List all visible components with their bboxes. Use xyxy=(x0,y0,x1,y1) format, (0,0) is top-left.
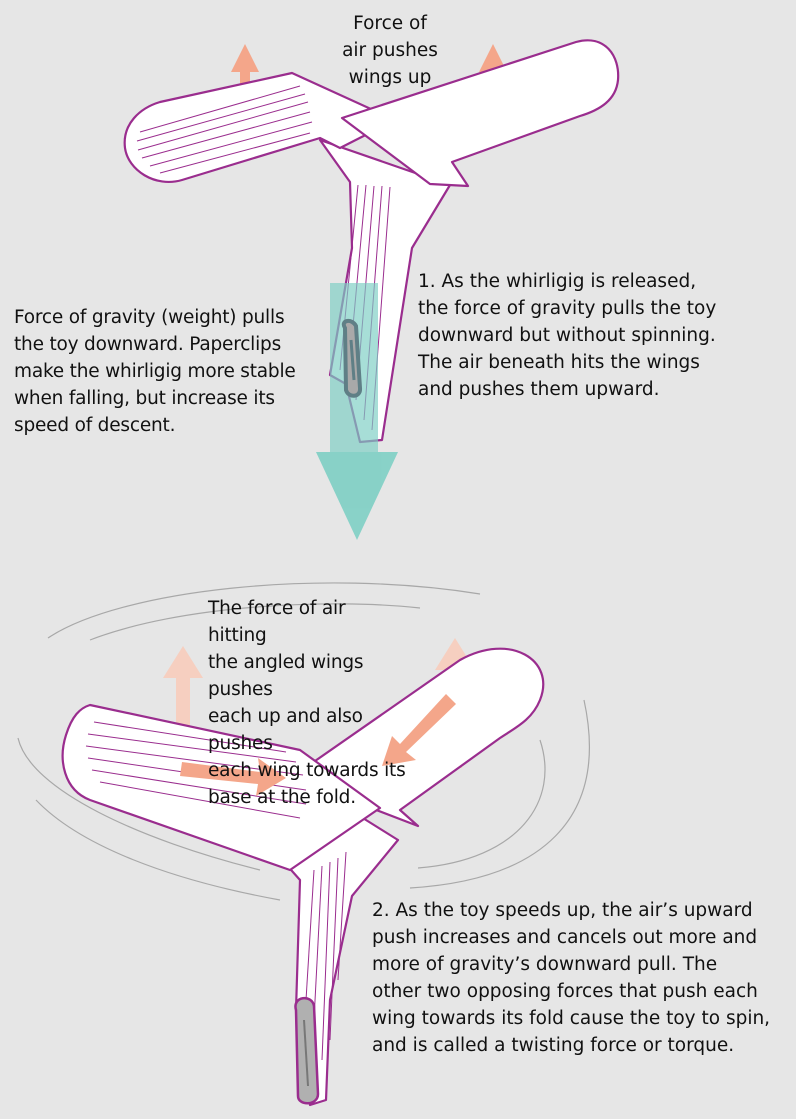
label-air-angled-wings: The force of air hitting the angled wing… xyxy=(208,595,408,811)
label-step1: 1. As the whirligig is released, the for… xyxy=(418,268,796,403)
label-air-pushes-up: Force of air pushes wings up xyxy=(330,10,450,91)
paperclip-lower-icon xyxy=(295,998,318,1103)
paperclip-icon xyxy=(344,321,360,396)
label-step2: 2. As the toy speeds up, the air’s upwar… xyxy=(372,897,792,1059)
label-gravity: Force of gravity (weight) pulls the toy … xyxy=(14,304,314,439)
